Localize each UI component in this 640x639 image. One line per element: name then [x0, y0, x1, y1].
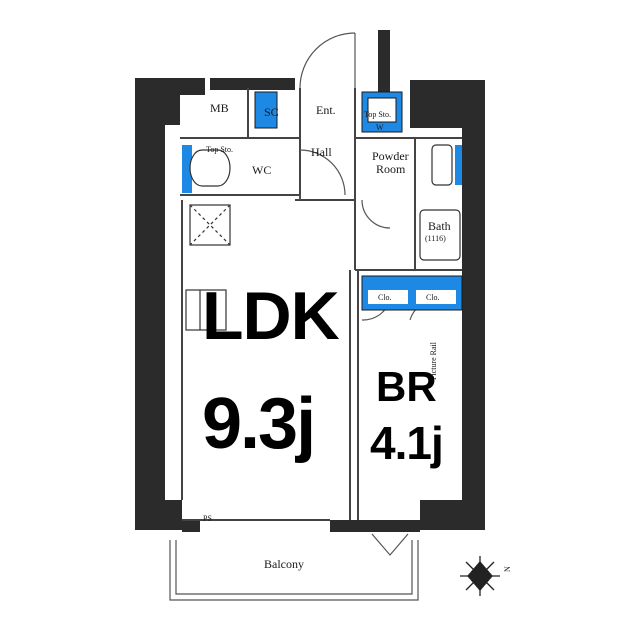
- label-br: BR: [376, 363, 437, 410]
- label-wc: WC: [252, 163, 272, 177]
- label-br-size: 4.1j: [370, 417, 444, 469]
- storage-areas: [182, 91, 463, 311]
- label-room: Room: [376, 162, 406, 176]
- label-clo-1: Clo.: [378, 293, 392, 302]
- label-mb: MB: [210, 101, 229, 115]
- label-balcony: Balcony: [264, 557, 304, 571]
- label-bath-size: (1116): [425, 234, 446, 243]
- label-ent: Ent.: [316, 103, 336, 117]
- label-w: W: [376, 123, 384, 132]
- label-ldk: LDK: [202, 278, 340, 354]
- label-ps: PS: [203, 514, 212, 523]
- interior-walls: [180, 88, 462, 521]
- label-clo-2: Clo.: [426, 293, 440, 302]
- label-ldk-size: 9.3j: [202, 384, 316, 464]
- label-top-sto-wc: Top Sto.: [206, 145, 233, 154]
- label-sc: SC: [264, 105, 279, 119]
- label-top-sto-ent: Top Sto.: [364, 110, 391, 119]
- compass-north-label: N: [503, 566, 512, 572]
- balcony-rail: [169, 540, 419, 601]
- compass-icon: [460, 556, 500, 596]
- label-powder: Powder: [372, 149, 409, 163]
- fixtures: [185, 144, 461, 331]
- label-hall: Hall: [311, 145, 332, 159]
- exterior-walls: [135, 30, 485, 532]
- label-bath: Bath: [428, 219, 451, 233]
